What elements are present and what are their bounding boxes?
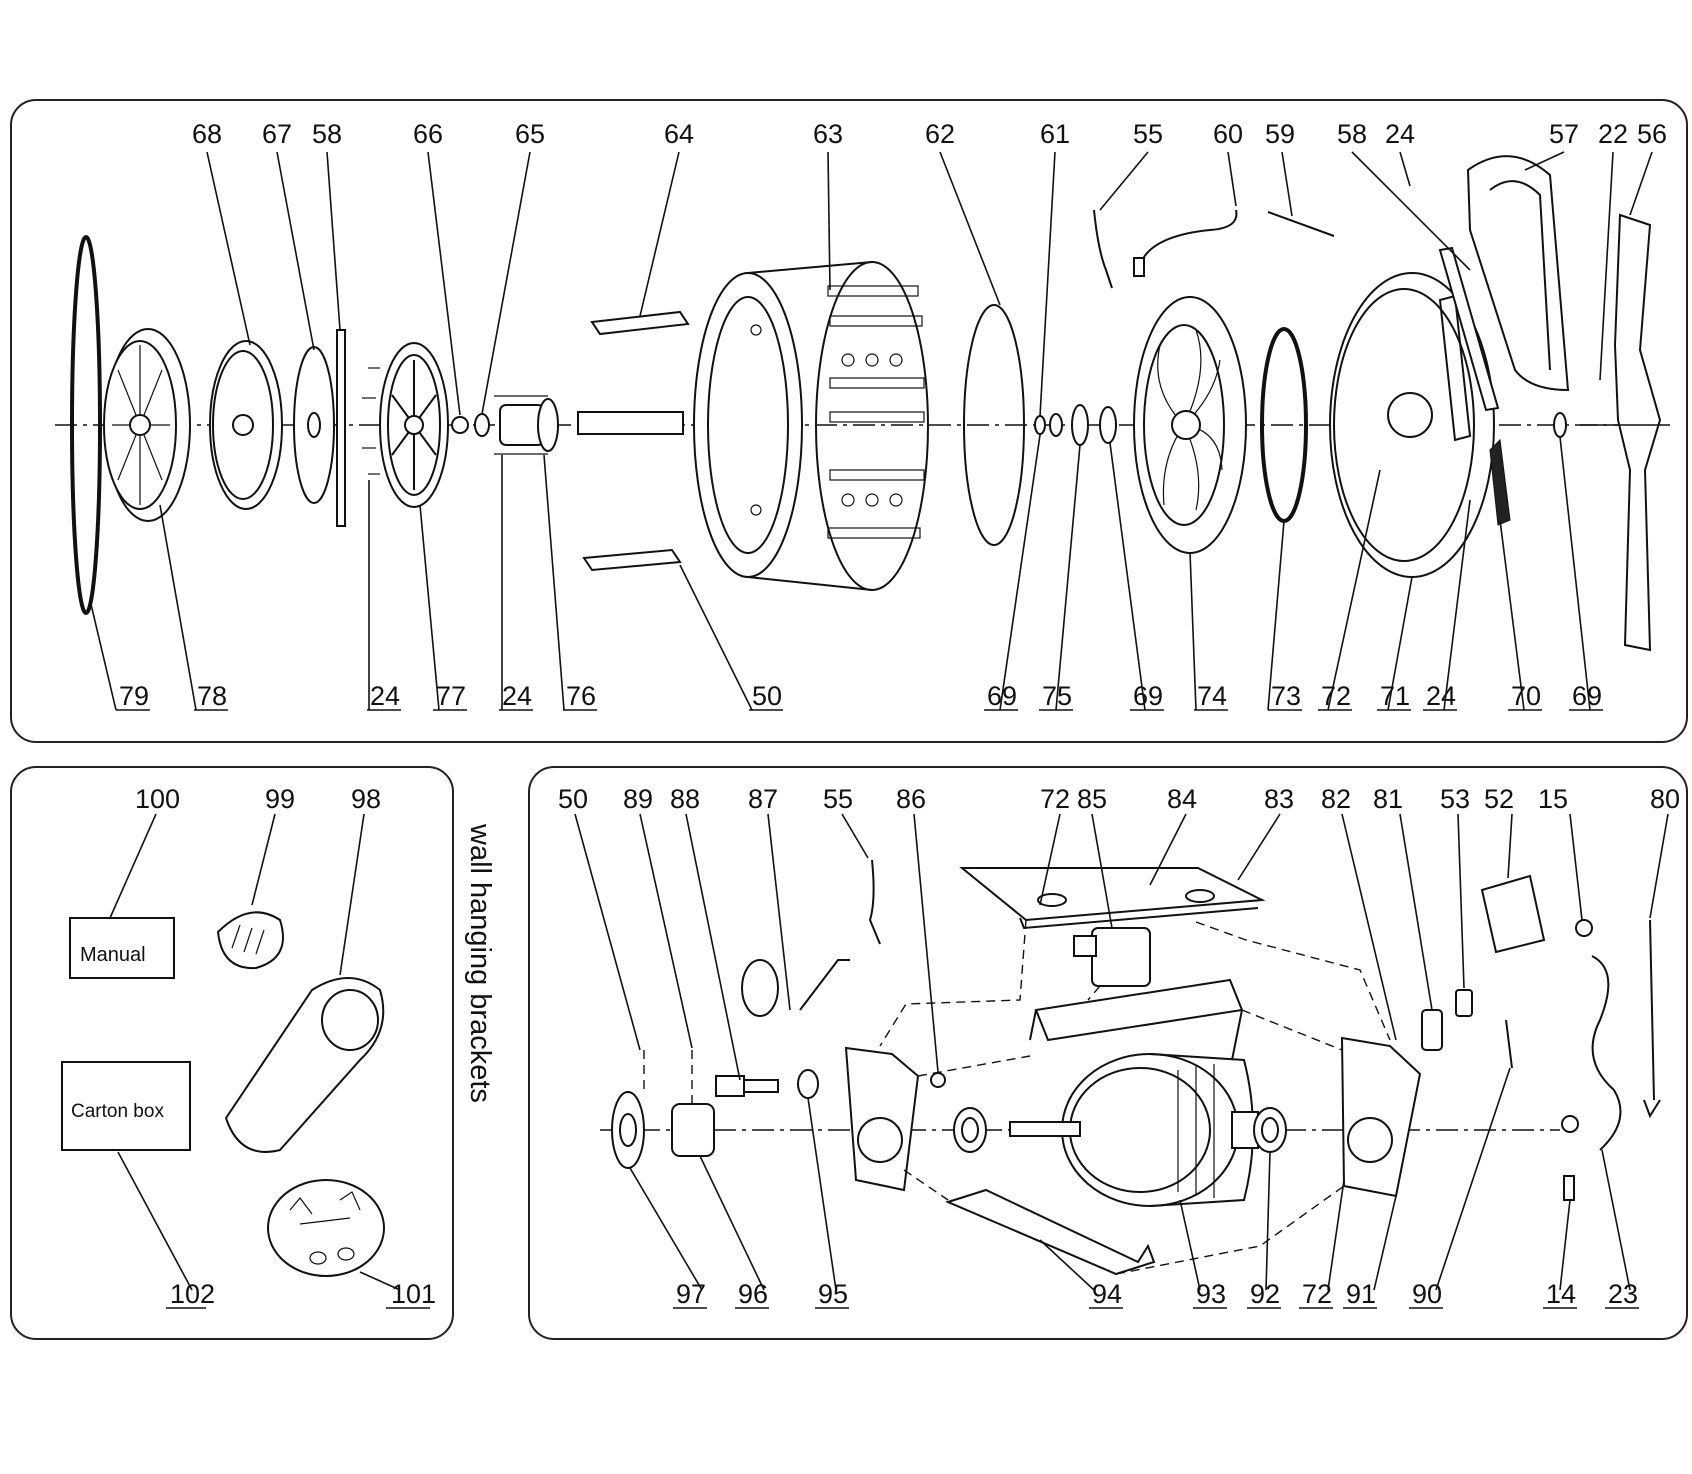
callout-58b: 58	[1337, 119, 1367, 149]
callout-88: 88	[670, 784, 700, 814]
callout-50: 50	[752, 681, 782, 711]
callout-102: 102	[170, 1279, 215, 1309]
callout-24c: 24	[502, 681, 532, 711]
callout-99: 99	[265, 784, 295, 814]
callout-91: 91	[1346, 1279, 1376, 1309]
motor-assembly-drawing	[574, 813, 1669, 1291]
callout-81: 81	[1373, 784, 1403, 814]
callout-69b: 69	[1133, 681, 1163, 711]
callout-84: 84	[1167, 784, 1197, 814]
motor-panel-callouts-top: 50 89 88 87 55 86 72 85 84 83 82 81 53 5…	[558, 784, 1680, 814]
callout-71: 71	[1380, 681, 1410, 711]
callout-56: 56	[1637, 119, 1667, 149]
callout-15: 15	[1538, 784, 1568, 814]
accessories-drawing	[61, 813, 401, 1291]
accessories-callouts: 100 99 98 102 101 Manual Carton box wall…	[71, 784, 496, 1309]
callout-61: 61	[1040, 119, 1070, 149]
callout-57: 57	[1549, 119, 1579, 149]
callout-80: 80	[1650, 784, 1680, 814]
callout-73: 73	[1271, 681, 1301, 711]
callout-101: 101	[391, 1279, 436, 1309]
top-panel-callouts-bottom: 79 78 24 77 24 76 50 69 75 69 74 73 72 7…	[119, 681, 1602, 711]
callout-72n: 72	[1302, 1279, 1332, 1309]
callout-85: 85	[1077, 784, 1107, 814]
callout-68: 68	[192, 119, 222, 149]
wall-hanging-brackets-label: wall hanging brackets	[464, 823, 496, 1103]
callout-86: 86	[896, 784, 926, 814]
callout-55: 55	[1133, 119, 1163, 149]
callout-96: 96	[738, 1279, 768, 1309]
motor-panel-callouts-bottom: 97 96 95 94 93 92 72 91 90 14 23	[676, 1279, 1638, 1309]
callout-63: 63	[813, 119, 843, 149]
callout-78: 78	[197, 681, 227, 711]
callout-79: 79	[119, 681, 149, 711]
callout-24b: 24	[370, 681, 400, 711]
callout-94: 94	[1092, 1279, 1122, 1309]
callout-23: 23	[1608, 1279, 1638, 1309]
callout-83: 83	[1264, 784, 1294, 814]
callout-93: 93	[1196, 1279, 1226, 1309]
callout-67: 67	[262, 119, 292, 149]
callout-69: 69	[987, 681, 1017, 711]
callout-97: 97	[676, 1279, 706, 1309]
callout-53: 53	[1440, 784, 1470, 814]
callout-52: 52	[1484, 784, 1514, 814]
manual-label: Manual	[80, 944, 146, 966]
carton-box-label: Carton box	[71, 1101, 164, 1122]
callout-50m: 50	[558, 784, 588, 814]
callout-58: 58	[312, 119, 342, 149]
callout-55m: 55	[823, 784, 853, 814]
callout-76: 76	[566, 681, 596, 711]
motor-assembly-panel	[528, 766, 1688, 1340]
top-panel-callouts-top: 68 67 58 66 65 64 63 62 61 55 60 59 58 2…	[192, 119, 1667, 149]
callout-69c: 69	[1572, 681, 1602, 711]
callout-82: 82	[1321, 784, 1351, 814]
callout-90: 90	[1412, 1279, 1442, 1309]
callout-62: 62	[925, 119, 955, 149]
callout-60: 60	[1213, 119, 1243, 149]
callout-72: 72	[1321, 681, 1351, 711]
callout-77: 77	[436, 681, 466, 711]
manual-box	[69, 917, 175, 979]
callout-95: 95	[818, 1279, 848, 1309]
callout-89: 89	[623, 784, 653, 814]
drum-assembly-drawing	[55, 151, 1670, 711]
callout-74: 74	[1197, 681, 1227, 711]
callout-24: 24	[1385, 119, 1415, 149]
callout-24d: 24	[1426, 681, 1456, 711]
callout-14: 14	[1546, 1279, 1576, 1309]
callout-64: 64	[664, 119, 694, 149]
callout-75: 75	[1042, 681, 1072, 711]
callout-92: 92	[1250, 1279, 1280, 1309]
callout-100: 100	[135, 784, 180, 814]
callout-59: 59	[1265, 119, 1295, 149]
carton-box	[61, 1061, 191, 1151]
callout-66: 66	[413, 119, 443, 149]
callout-72m: 72	[1040, 784, 1070, 814]
callout-65: 65	[515, 119, 545, 149]
callout-22: 22	[1598, 119, 1628, 149]
callout-98: 98	[351, 784, 381, 814]
callout-87: 87	[748, 784, 778, 814]
callout-70: 70	[1511, 681, 1541, 711]
